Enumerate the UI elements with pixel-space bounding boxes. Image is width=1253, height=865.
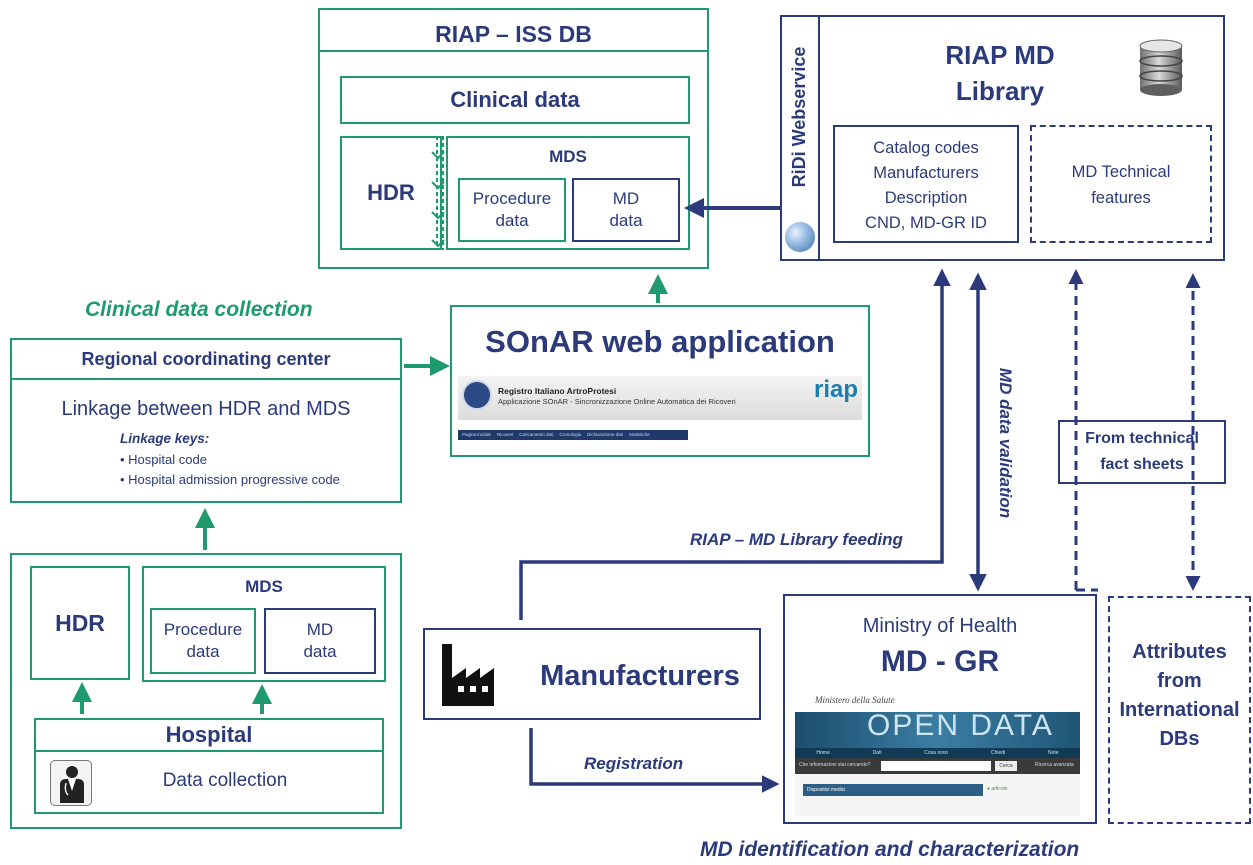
md-library-fields-text: Catalog codes Manufacturers Description … — [833, 136, 1019, 236]
manufacturers-label: Manufacturers — [540, 659, 740, 692]
technical-line-1: MD Technical — [1071, 163, 1171, 181]
iss-hdr-box: HDR — [340, 136, 442, 250]
riap-logo: riap — [814, 376, 859, 403]
open-data-header-text: Ministero della Salute — [815, 695, 895, 705]
ministry-title: Ministry of Health — [862, 614, 1018, 637]
registration-label: Registration — [584, 754, 684, 773]
iss-procedure-data-box: Procedure data — [458, 178, 566, 242]
linkage-keys-text: Linkage keys — [120, 431, 205, 446]
hospital-hdr-box: HDR — [30, 566, 130, 680]
hospital-title: Hospital — [34, 720, 384, 752]
from-technical-text: From technical fact sheets — [1058, 426, 1226, 478]
sonar-app-subtitle: Applicazione SOnAR - Sincronizzazione On… — [498, 397, 736, 406]
international-line-1: Attributes — [1132, 641, 1227, 663]
ridi-webservice-label: RiDi Webservice — [789, 46, 809, 188]
hospital-mds-label: MDS — [245, 577, 283, 596]
from-technical-line-1: From technical — [1085, 430, 1199, 447]
md-library-title-2: Library — [955, 75, 1045, 106]
ministry-subtitle: MD - GR — [880, 645, 1000, 678]
open-data-nav-dati[interactable]: Dati — [872, 750, 882, 756]
open-data-search-button[interactable]: Cerca — [995, 761, 1017, 771]
globe-icon — [785, 222, 815, 252]
md-library-title-1: RIAP MD — [945, 39, 1055, 70]
field-description: Description — [884, 189, 968, 207]
clinical-data-collection-label: Clinical data collection — [85, 298, 313, 321]
regional-center-title: Regional coordinating center — [10, 340, 402, 380]
riap-emblem-icon — [462, 380, 492, 410]
open-data-advanced-search[interactable]: Ricerca avanzata — [1035, 762, 1074, 768]
hospital-procedure-data-box: Procedure data — [150, 608, 256, 674]
open-data-nav: Home Dati Cosa sono Chiedi Note — [795, 748, 1080, 758]
open-data-screenshot: Ministero della Salute OPEN DATA Home Da… — [795, 690, 1080, 816]
sonar-screenshot: Registro Italiano ArtroProtesi Applicazi… — [458, 372, 862, 442]
md-technical-features-box — [1030, 125, 1212, 243]
open-data-list-item-text: Dispositivi medici — [807, 787, 846, 793]
open-data-nav-home[interactable]: Home — [816, 750, 830, 756]
sonar-title: SOnAR web application — [485, 324, 835, 359]
linkage-key-1: • Hospital code — [120, 452, 207, 467]
iss-mds-label: MDS — [549, 147, 587, 166]
open-data-banner-text: OPEN DATA — [867, 709, 1054, 742]
open-data-list-item-right: ● articolo — [987, 786, 1008, 792]
sonar-menu-bar: Pagina iniziale Ricoveri Caricamento dat… — [458, 430, 688, 440]
doctor-icon — [50, 760, 92, 806]
open-data-header — [795, 690, 1080, 712]
sonar-menu-dichiarazione[interactable]: Dichiarazione dati — [587, 432, 623, 437]
linkage-text: Linkage between HDR and MDS — [61, 397, 351, 420]
iss-md-data-box: MD data — [572, 178, 680, 242]
international-dbs-text: Attributes from International DBs — [1108, 638, 1251, 754]
open-data-list-item[interactable] — [803, 784, 983, 796]
md-data-validation-label: MD data validation — [996, 367, 1015, 519]
clinical-data-box: Clinical data — [340, 76, 690, 124]
sonar-menu-cronologia[interactable]: Cronologia — [559, 432, 582, 437]
sonar-menu-statistiche[interactable]: Statistiche — [628, 432, 650, 437]
riap-iss-db-title: RIAP – ISS DB — [318, 18, 709, 52]
field-manufacturers: Manufacturers — [873, 164, 979, 182]
linkage-keys-label: Linkage keys: — [120, 431, 209, 446]
open-data-search-prompt: Che informazioni stai cercando? — [799, 762, 871, 768]
international-dbs-box — [1108, 596, 1251, 824]
open-data-nav-cosa[interactable]: Cosa sono — [924, 750, 949, 756]
open-data-nav-chiedi[interactable]: Chiedi — [991, 750, 1006, 756]
technical-line-2: features — [1091, 189, 1151, 207]
from-technical-line-2: fact sheets — [1100, 456, 1184, 473]
md-library-fields-box — [833, 125, 1019, 243]
linkage-key-2: • Hospital admission progressive code — [120, 472, 340, 487]
linkage-keys-colon: : — [204, 431, 210, 446]
open-data-banner — [795, 712, 1080, 748]
md-technical-features-text: MD Technical features — [1030, 159, 1212, 211]
international-line-4: DBs — [1159, 728, 1200, 750]
riap-feeding-label: RIAP – MD Library feeding — [690, 530, 903, 549]
sonar-menu-caricamento[interactable]: Caricamento dati — [519, 432, 554, 437]
data-collection-text: Data collection — [162, 770, 288, 791]
hospital-md-data-box: MD data — [264, 608, 376, 674]
factory-icon — [442, 644, 494, 706]
regional-center-box — [10, 338, 402, 503]
ridi-webservice-column — [782, 17, 820, 259]
open-data-nav-note[interactable]: Note — [1048, 750, 1059, 756]
field-cnd-mdgr: CND, MD-GR ID — [865, 214, 987, 232]
open-data-search-input[interactable] — [881, 761, 991, 771]
sonar-menu-home[interactable]: Pagina iniziale — [462, 432, 492, 437]
hospital-box — [34, 718, 384, 814]
md-identification-label: MD identification and characterization — [700, 838, 1080, 861]
sonar-app-title: Registro Italiano ArtroProtesi — [498, 386, 617, 396]
field-catalog-codes: Catalog codes — [873, 139, 979, 157]
international-line-3: International — [1119, 699, 1240, 721]
international-line-2: from — [1157, 670, 1202, 692]
sonar-menu-ricoveri[interactable]: Ricoveri — [497, 432, 514, 437]
